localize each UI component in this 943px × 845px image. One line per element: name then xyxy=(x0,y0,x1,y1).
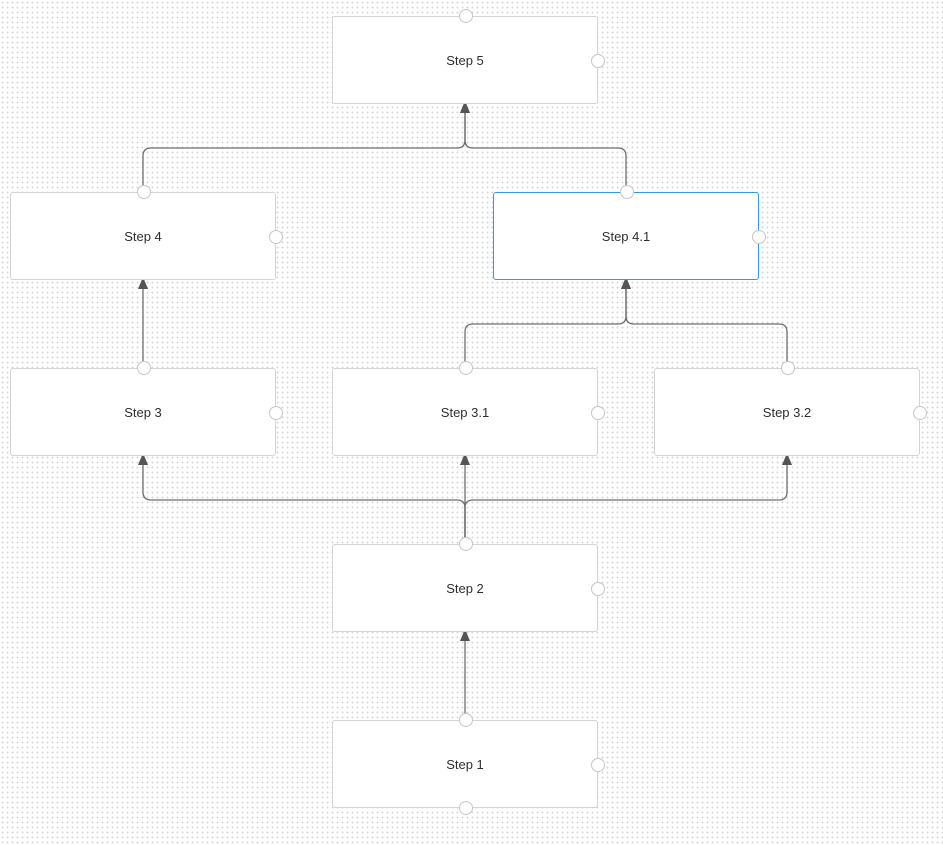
input-port[interactable] xyxy=(459,361,473,375)
node-label: Step 4 xyxy=(124,228,162,244)
node-label: Step 3 xyxy=(124,404,162,420)
side-port[interactable] xyxy=(591,406,605,420)
edge-step2-to-step3[interactable] xyxy=(142,464,466,544)
input-port[interactable] xyxy=(459,537,473,551)
node-label: Step 1 xyxy=(446,756,484,772)
side-port[interactable] xyxy=(591,54,605,68)
node-step-4[interactable]: Step 4 xyxy=(10,185,283,280)
arrowhead-icon xyxy=(460,101,470,113)
edge-step4-to-step5[interactable] xyxy=(142,112,466,192)
side-port[interactable] xyxy=(269,406,283,420)
input-port[interactable] xyxy=(137,361,151,375)
node-label: Step 3.1 xyxy=(440,404,490,420)
node-step-5[interactable]: Step 5 xyxy=(332,9,605,104)
edge-step3_2-to-step4_1[interactable] xyxy=(625,288,788,368)
input-port[interactable] xyxy=(459,9,473,23)
arrowhead-icon xyxy=(138,277,148,289)
arrowhead-icon xyxy=(460,453,470,465)
edge-step2-to-step3_2[interactable] xyxy=(464,464,788,544)
node-step-3-1[interactable]: Step 3.1 xyxy=(332,361,605,456)
input-port[interactable] xyxy=(137,185,151,199)
node-label: Step 3.2 xyxy=(762,404,812,420)
input-port[interactable] xyxy=(459,713,473,727)
node-step-3-2[interactable]: Step 3.2 xyxy=(654,361,927,456)
arrowhead-icon xyxy=(782,453,792,465)
side-port[interactable] xyxy=(913,406,927,420)
node-step-3[interactable]: Step 3 xyxy=(10,361,283,456)
side-port[interactable] xyxy=(269,230,283,244)
node-label: Step 2 xyxy=(446,580,484,596)
node-label: Step 5 xyxy=(446,52,484,68)
side-port[interactable] xyxy=(591,582,605,596)
node-label: Step 4.1 xyxy=(601,228,651,244)
arrowhead-icon xyxy=(621,277,631,289)
output-port[interactable] xyxy=(459,801,473,815)
side-port[interactable] xyxy=(752,230,766,244)
arrowhead-icon xyxy=(138,453,148,465)
node-step-4-1[interactable]: Step 4.1 xyxy=(493,185,766,280)
node-step-1[interactable]: Step 1 xyxy=(332,713,605,815)
edge-step4_1-to-step5[interactable] xyxy=(464,112,627,192)
input-port[interactable] xyxy=(781,361,795,375)
side-port[interactable] xyxy=(591,758,605,772)
input-port[interactable] xyxy=(620,185,634,199)
edge-step3_1-to-step4_1[interactable] xyxy=(464,288,627,368)
arrowhead-icon xyxy=(460,629,470,641)
node-step-2[interactable]: Step 2 xyxy=(332,537,605,632)
